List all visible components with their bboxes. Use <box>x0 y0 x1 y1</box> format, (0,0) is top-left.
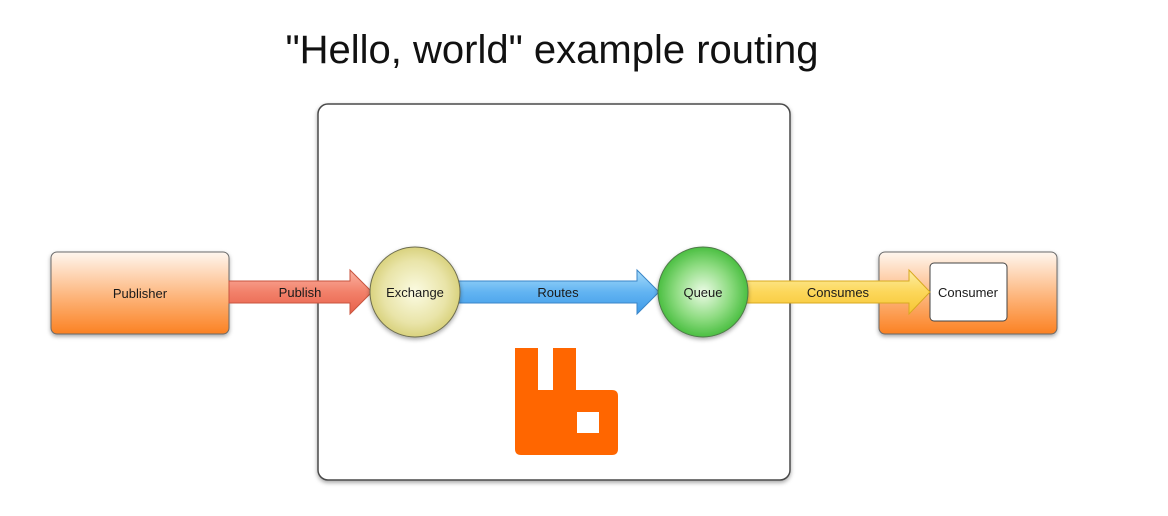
queue-label: Queue <box>683 285 722 300</box>
consumes-label: Consumes <box>807 285 870 300</box>
consumer-app-node: Consumer <box>878 251 1058 335</box>
routes-label: Routes <box>537 285 579 300</box>
publish-arrow: Publish <box>228 268 373 316</box>
publisher-label: Publisher <box>113 286 168 301</box>
routes-arrow: Routes <box>458 268 660 316</box>
exchange-node: Exchange <box>369 246 461 338</box>
rabbitmq-logo-icon <box>515 348 618 455</box>
consumer-label: Consumer <box>938 285 999 300</box>
publish-label: Publish <box>279 285 322 300</box>
consumes-arrow: Consumes <box>745 268 931 316</box>
diagram-title: "Hello, world" example routing <box>285 28 818 72</box>
queue-node: Queue <box>657 246 749 338</box>
publisher-node: Publisher <box>50 251 230 335</box>
exchange-label: Exchange <box>386 285 444 300</box>
